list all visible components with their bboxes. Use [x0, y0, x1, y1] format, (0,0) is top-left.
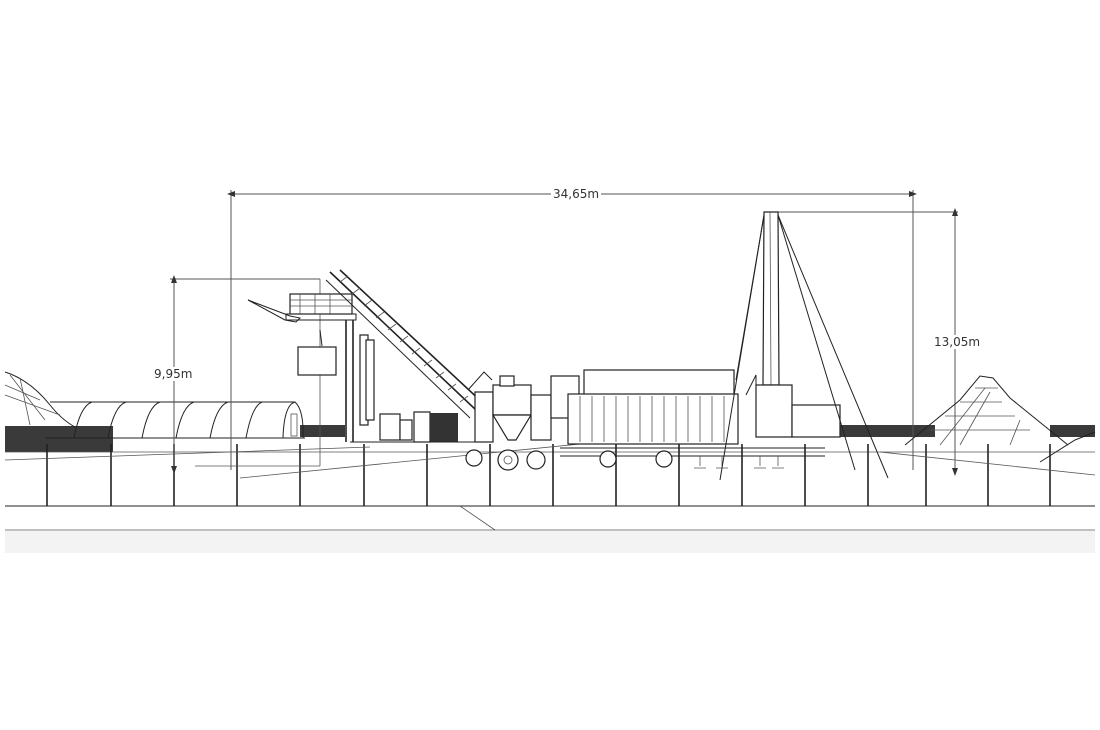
container-unit — [550, 369, 825, 457]
ground-lines — [5, 505, 1095, 553]
fence — [4, 439, 1096, 506]
stack-height-label: 13,05m — [932, 335, 983, 349]
left-stockpile — [4, 371, 76, 428]
conveyor-height-label: 9,95m — [152, 367, 195, 381]
tunnel-shed — [45, 401, 305, 439]
inclined-conveyor — [325, 269, 485, 419]
background-wall — [5, 425, 1095, 452]
motor-group — [350, 411, 480, 443]
right-stockpile — [904, 375, 1096, 463]
stack — [719, 211, 889, 481]
feed-tower — [247, 293, 375, 442]
trailer-wheels — [465, 449, 784, 471]
total-length-label: 34,65m — [551, 187, 602, 201]
hopper-unit — [467, 371, 552, 443]
